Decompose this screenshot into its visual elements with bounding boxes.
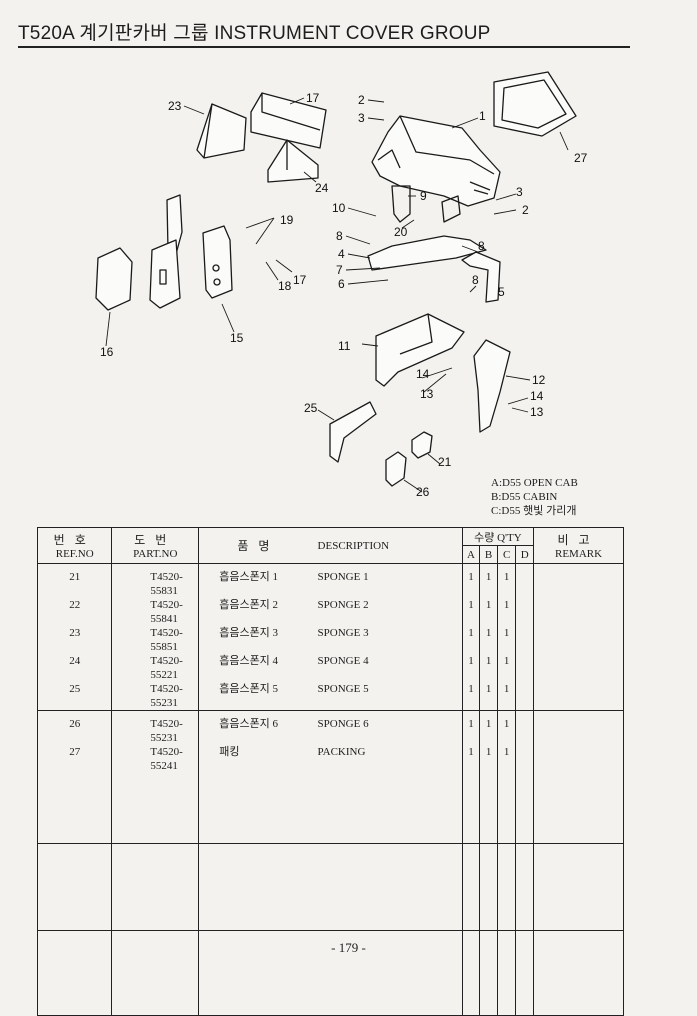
qty-a-header: A: [461, 545, 481, 564]
note-cabin: B:D55 CABIN: [491, 491, 558, 503]
column-cover-part: [95, 247, 133, 311]
callout: 7: [336, 263, 343, 277]
note-sun-visor: C:D55 햇빛 가리개: [491, 505, 577, 517]
callout: 3: [516, 185, 523, 199]
leader-lines: [105, 97, 569, 493]
callout: 17: [306, 91, 320, 105]
packing-part: [493, 71, 577, 137]
sponge-2-part: [267, 139, 319, 183]
page-number: - 179 -: [331, 940, 366, 955]
callout: 16: [100, 345, 114, 359]
callout: 4: [338, 247, 345, 261]
qty-header: 수량 Q'TY: [461, 527, 535, 546]
sponge-4-part: [329, 401, 377, 463]
callout: 17: [293, 273, 307, 287]
table-row: 26 T4520-55231 흡음스폰지 6 SPONGE 6 1 1 1: [36, 710, 624, 745]
callout: 27: [574, 151, 588, 165]
steering-column-part: [149, 194, 183, 309]
callout: 2: [358, 93, 365, 107]
title-rule: [18, 46, 630, 48]
callout: 9: [420, 189, 427, 203]
callout: 8: [336, 229, 343, 243]
stay-part: [461, 251, 501, 303]
callout: 8: [478, 239, 485, 253]
bracket-20-part: [441, 195, 461, 223]
qty-b-header: B: [479, 545, 498, 564]
mount-plate-part: [202, 225, 233, 299]
callout: 6: [338, 277, 345, 291]
callout: 2: [522, 203, 529, 217]
part-header: 도번 PART.NO: [111, 527, 200, 564]
callout: 18: [278, 279, 292, 293]
page-title: T520A 계기판카버 그룹 INSTRUMENT COVER GROUP: [18, 23, 491, 44]
sponge-6-part: [411, 431, 433, 459]
name-header: 품명: [198, 527, 318, 564]
callout: 19: [280, 213, 294, 227]
description-header: DESCRIPTION: [317, 527, 463, 564]
qty-c-header: C: [496, 545, 517, 564]
remark-header: 비고 REMARK: [533, 527, 624, 564]
callout: 5: [498, 285, 505, 299]
callout: 15: [230, 331, 244, 345]
callout: 13: [420, 387, 434, 401]
callout: 8: [472, 273, 479, 287]
callout: 21: [438, 455, 452, 469]
callout: 1: [479, 109, 486, 123]
callout: 23: [168, 99, 182, 113]
table-row: 25 T4520-55231 흡음스폰지 5 SPONGE 5 1 1 1: [36, 682, 624, 711]
callout: 26: [416, 485, 430, 499]
table-row-empty: [36, 930, 624, 1016]
table-row: 22 T4520-55841 흡음스폰지 2 SPONGE 2 1 1 1: [36, 598, 624, 626]
sponge-1-part: [250, 92, 327, 149]
table-row: 23 T4520-55851 흡음스폰지 3 SPONGE 3 1 1 1: [36, 626, 624, 654]
model-notes: A:D55 OPEN CAB B:D55 CABIN C:D55 햇빛 가리개: [491, 476, 578, 518]
support-bracket-part: [367, 235, 487, 271]
table-row-empty: [36, 843, 624, 931]
table-row: 21 T4520-55831 흡음스폰지 1 SPONGE 1 1 1 1: [36, 563, 624, 598]
callout: 10: [332, 201, 346, 215]
callout: 12: [532, 373, 546, 387]
side-panel-12-part: [473, 339, 511, 433]
table-row: 24 T4520-55221 흡음스폰지 4 SPONGE 4 1 1 1: [36, 654, 624, 682]
callout: 24: [315, 181, 329, 195]
instrument-cover-part: [371, 115, 501, 207]
table-row: 27 T4520-55241 패킹 PACKING 1 1 1: [36, 745, 624, 773]
ref-header: 번호 REF.NO: [36, 527, 113, 564]
callout: 20: [394, 225, 408, 239]
callout: 13: [530, 405, 544, 419]
callout: 3: [358, 111, 365, 125]
qty-d-header: D: [515, 545, 535, 564]
lower-panel-11-part: [375, 313, 465, 387]
sponge-3-part: [196, 103, 247, 159]
callout: 14: [530, 389, 544, 403]
callout: 14: [416, 367, 430, 381]
callout: 25: [304, 401, 318, 415]
parts-table: 번호 REF.NO 도번 PART.NO 품명 DESCRIPTION 수량 Q…: [36, 527, 624, 1016]
sponge-5-part: [385, 451, 407, 487]
diagram-callouts: 17 23 24 2 3 1 27 3 2 9 10 20 19 17 17 1…: [100, 91, 588, 499]
table-row-empty: [36, 773, 624, 844]
note-open-cab: A:D55 OPEN CAB: [491, 477, 578, 489]
callout: 11: [338, 339, 351, 353]
bracket-part: [391, 185, 411, 223]
